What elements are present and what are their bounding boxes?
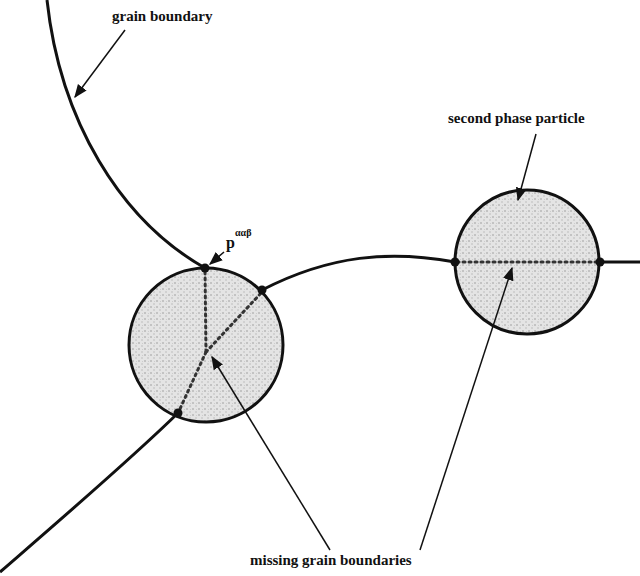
second-phase-particle [455,190,599,334]
grain-boundary-line [0,413,178,572]
missing-boundary-lines [179,262,598,411]
junction-points [174,258,605,418]
second-phase-particle [129,268,283,422]
point-symbol: p [226,234,235,252]
part-label: missing grain boundaries [250,552,412,569]
part-label: second phase particle [448,110,585,127]
grain-boundary-line [600,261,640,264]
grain-boundary-line [262,256,455,290]
leader-arrows [75,30,536,550]
grain-boundary-line [47,0,205,268]
part-label: grain boundary [112,8,212,25]
point-superscript: ααβ [235,227,251,238]
